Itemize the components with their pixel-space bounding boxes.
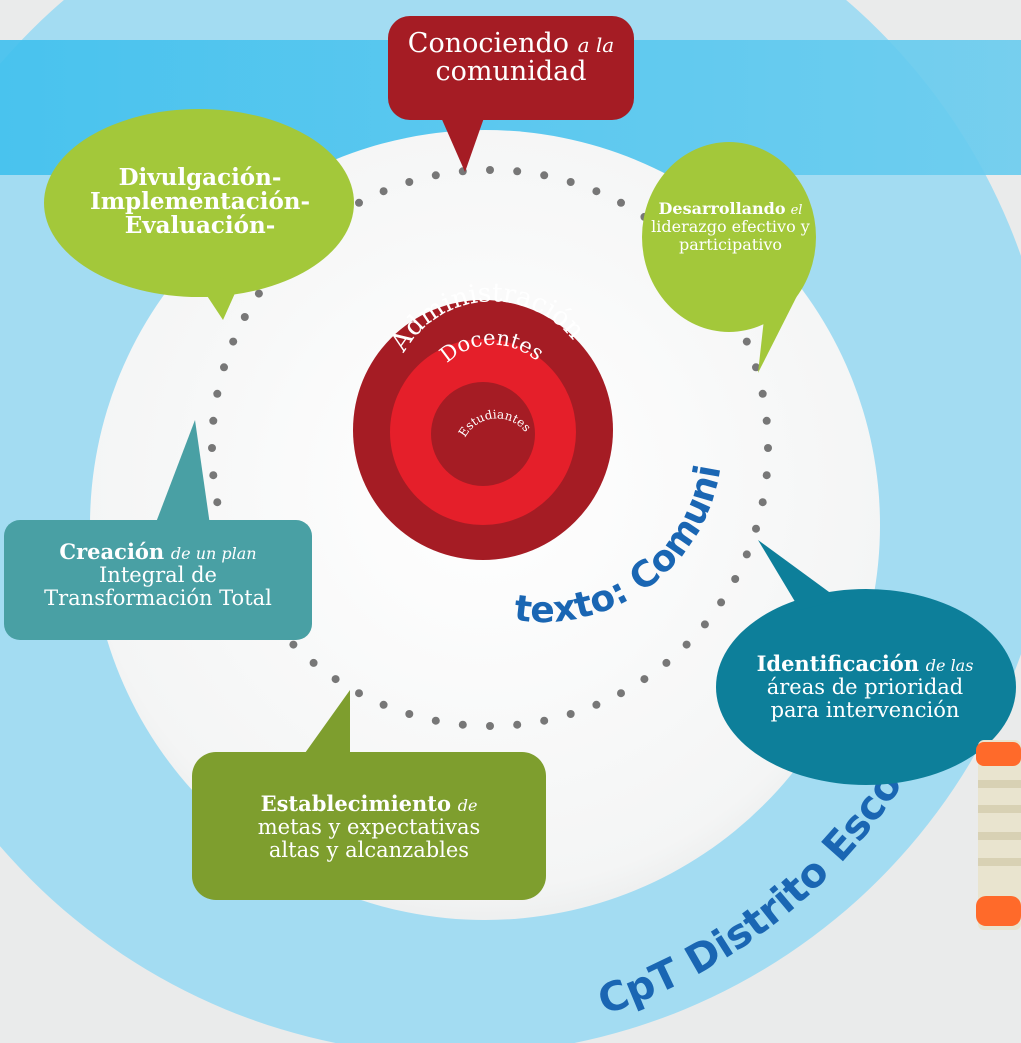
bubble-conociendo xyxy=(388,16,634,172)
ring-dot xyxy=(513,167,522,176)
ring-dot xyxy=(540,171,549,180)
ring-dot xyxy=(240,313,249,321)
ring-dot xyxy=(662,658,671,667)
step-creacion-text: Creación de un plan Integral de Transfor… xyxy=(44,539,272,611)
step-conociendo-text: Conociendo a la comunidad xyxy=(407,28,615,88)
ring-dot xyxy=(431,716,440,725)
ring-dot xyxy=(592,700,601,709)
ring-dot xyxy=(752,363,760,372)
ring-dot xyxy=(486,722,494,730)
ring-dot xyxy=(762,471,771,480)
ring-dot xyxy=(566,178,575,186)
ring-dot xyxy=(309,658,318,667)
ring-dot xyxy=(213,498,222,507)
bubble-establecimiento xyxy=(192,690,546,900)
bubble-desarrollando xyxy=(642,142,816,373)
ring-dot xyxy=(742,550,751,559)
step-identificacion-text: Identificación de las áreas de prioridad… xyxy=(756,651,974,723)
ring-dot xyxy=(758,389,767,398)
step-establecimiento-text: Establecimiento de metas y expectativas … xyxy=(257,791,481,863)
ring-dot xyxy=(640,675,649,684)
ring-dot xyxy=(731,575,740,583)
ring-dot xyxy=(254,289,263,298)
ring-dot xyxy=(762,416,771,425)
ring-dot xyxy=(209,416,218,425)
bubble-identificacion xyxy=(716,540,1016,785)
ring-dot xyxy=(379,187,388,196)
bubble-divulgacion xyxy=(44,109,354,320)
core-ring-estudiantes xyxy=(431,382,535,486)
ring-dot xyxy=(209,471,218,480)
ring-dot xyxy=(431,171,440,180)
ring-dot xyxy=(220,363,228,372)
ring-dot xyxy=(331,675,340,684)
ring-dot xyxy=(289,640,298,649)
ring-dot xyxy=(682,640,691,649)
ring-dot xyxy=(617,198,625,207)
ring-dot xyxy=(405,710,414,718)
ring-dot xyxy=(229,337,238,346)
ring-dot xyxy=(742,337,751,346)
ring-dot xyxy=(208,444,216,452)
ring-dot xyxy=(355,689,363,698)
ring-dot xyxy=(592,187,601,196)
ring-dot xyxy=(566,710,575,718)
ring-dot xyxy=(486,166,494,174)
ring-dot xyxy=(758,498,767,507)
book-stack-image xyxy=(976,740,1021,930)
ring-dot xyxy=(405,178,414,186)
ring-dot xyxy=(213,389,222,398)
ring-dot xyxy=(764,444,772,452)
step-desarrollando-text: Desarrollando el liderazgo efectivo y pa… xyxy=(651,199,810,254)
ring-dot xyxy=(513,720,522,729)
ring-dot xyxy=(700,620,709,629)
ring-dot xyxy=(717,598,726,607)
bubble-creacion xyxy=(4,420,312,640)
ring-dot xyxy=(355,198,363,207)
step-divulgacion-text: Divulgación- Implementación- Evaluación- xyxy=(89,164,311,240)
ring-dot xyxy=(540,716,549,725)
ring-dot xyxy=(458,720,467,729)
ring-dot xyxy=(752,524,760,533)
ring-dot xyxy=(379,700,388,709)
ring-dot xyxy=(617,689,625,698)
